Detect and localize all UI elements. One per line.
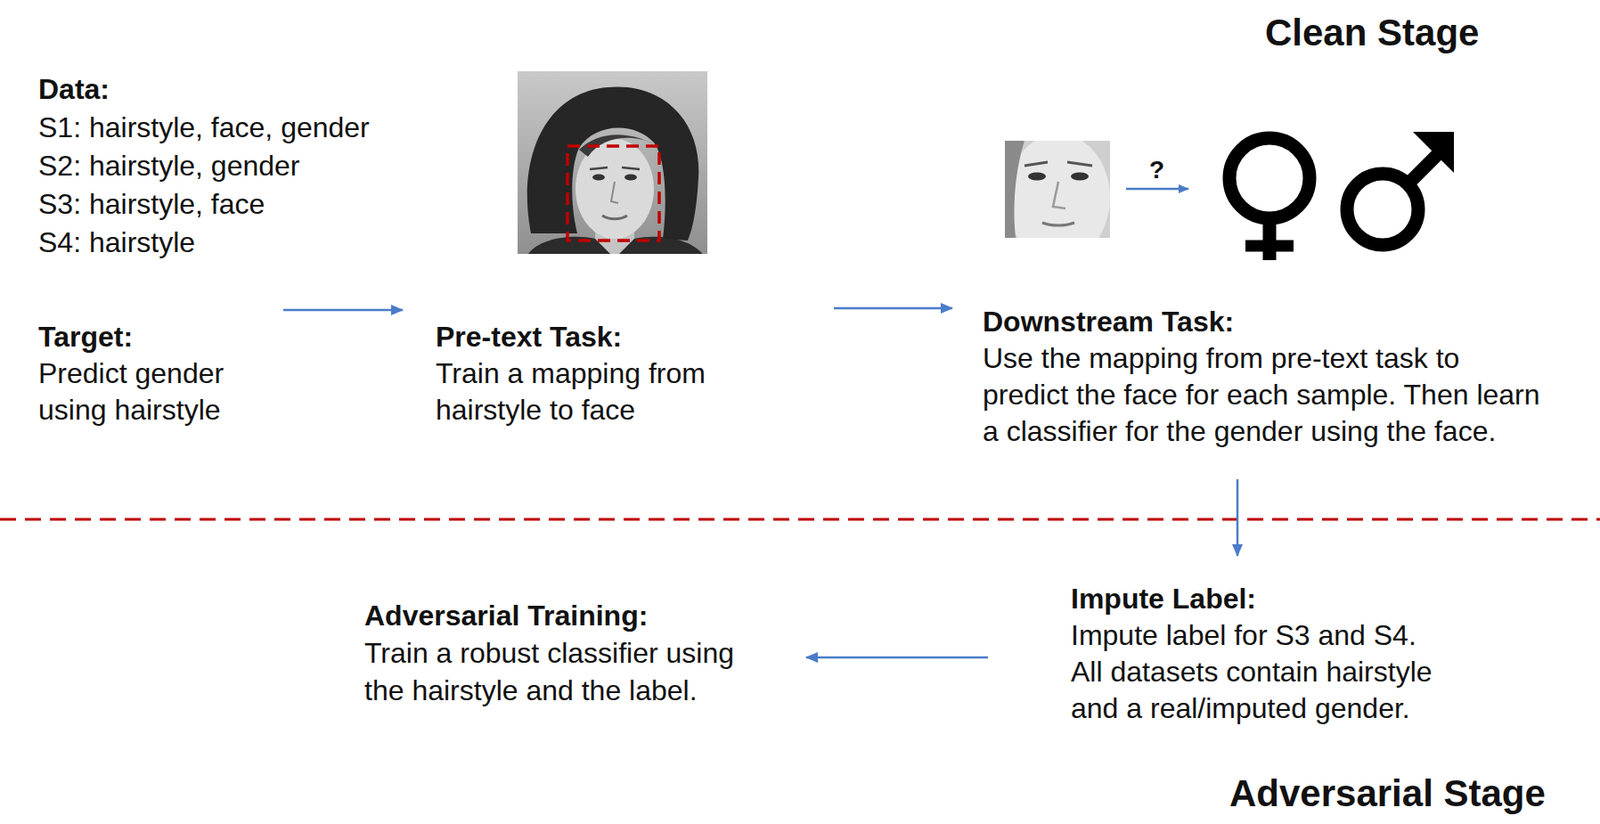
block-heading: Impute Label: bbox=[1070, 580, 1444, 618]
female-symbol bbox=[1229, 138, 1310, 261]
process-step: Impute Label:Impute label for S3 and S4.… bbox=[1070, 580, 1444, 727]
flow-arrow bbox=[1236, 479, 1240, 556]
block-heading: Adversarial Training: bbox=[364, 596, 759, 635]
block-body: S3: hairstyle, face bbox=[38, 185, 431, 224]
process-step: Adversarial Training:Train a robust clas… bbox=[364, 596, 759, 710]
block-heading: Data: bbox=[38, 70, 431, 109]
block-heading: Downstream Task: bbox=[982, 303, 1547, 341]
block-body: Train a mapping from hairstyle to face bbox=[435, 355, 757, 429]
flow-arrow bbox=[833, 307, 953, 311]
process-step: Downstream Task:Use the mapping from pre… bbox=[982, 303, 1547, 450]
question-mark: ? bbox=[1149, 155, 1165, 186]
stage-title: Clean Stage bbox=[1265, 10, 1479, 56]
data-list: Data:S1: hairstyle, face, genderS2: hair… bbox=[38, 70, 431, 262]
face-crop bbox=[1004, 140, 1111, 238]
process-step: Pre-text Task:Train a mapping from hairs… bbox=[435, 318, 757, 429]
block-heading: Target: bbox=[38, 318, 262, 356]
target-block: Target:Predict gender using hairstyle bbox=[38, 318, 262, 429]
crop-box bbox=[567, 146, 660, 241]
male-symbol bbox=[1346, 131, 1454, 245]
stage-title: Adversarial Stage bbox=[1229, 771, 1546, 817]
flow-arrow bbox=[806, 656, 988, 660]
block-body: Impute label for S3 and S4. All datasets… bbox=[1070, 617, 1444, 727]
block-body: Predict gender using hairstyle bbox=[38, 355, 262, 429]
block-body: S1: hairstyle, face, gender bbox=[38, 108, 431, 147]
block-heading: Pre-text Task: bbox=[435, 318, 757, 356]
flow-arrow bbox=[283, 309, 403, 312]
stage-divider bbox=[0, 518, 1600, 522]
block-body: Use the mapping from pre-text task to pr… bbox=[982, 340, 1547, 450]
block-body: Train a robust classifier using the hair… bbox=[364, 634, 759, 710]
block-body: S4: hairstyle bbox=[38, 223, 431, 262]
query-arrow bbox=[1126, 187, 1189, 191]
portrait-photo bbox=[517, 71, 708, 254]
block-body: S2: hairstyle, gender bbox=[38, 146, 431, 186]
